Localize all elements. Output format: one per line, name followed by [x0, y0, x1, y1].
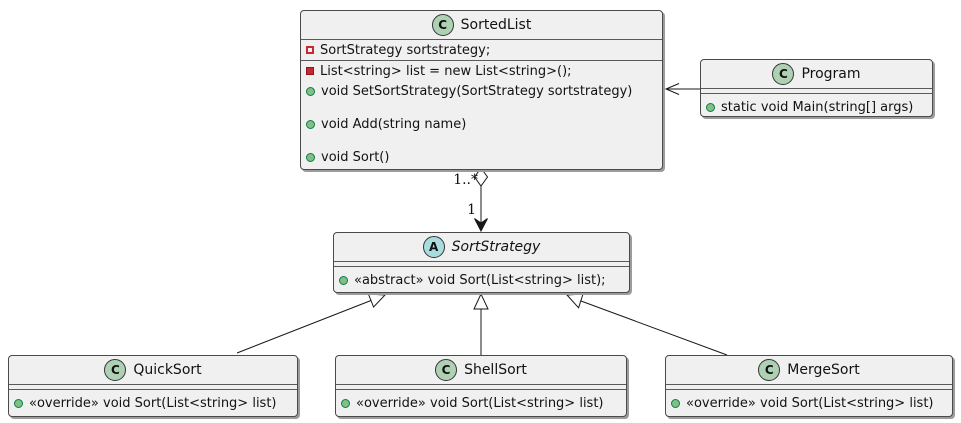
inheritance-edge-quicksort	[236, 293, 387, 354]
class-name: QuickSort	[133, 362, 202, 378]
class-header: C ShellSort	[336, 356, 626, 384]
open-arrowhead-icon	[664, 83, 680, 95]
class-stereotype-icon: C	[772, 63, 795, 85]
fields-compartment	[666, 384, 952, 389]
dependency-edge-program-sortedlist	[664, 83, 700, 95]
methods-compartment: «override» void Sort(List<string> list)	[336, 389, 626, 417]
fields-compartment: SortStrategy sortstrategy;	[301, 39, 662, 60]
methods-compartment: List<string> list = new List<string>(); …	[301, 60, 662, 167]
multiplicity-label-source: 1..*	[453, 172, 478, 188]
class-box-mergesort: C MergeSort «override» void Sort(List<st…	[665, 355, 953, 417]
method-row: void Sort()	[301, 147, 662, 167]
multiplicity-label-target: 1	[467, 202, 476, 218]
class-box-sortedlist: C SortedList SortStrategy sortstrategy; …	[300, 10, 663, 170]
fields-compartment	[9, 384, 297, 389]
fields-compartment	[336, 384, 626, 389]
methods-compartment: «abstract» void Sort(List<string> list);	[334, 266, 629, 293]
class-header: C SortedList	[301, 11, 662, 39]
method-text: static void Main(string[] args)	[721, 99, 914, 115]
class-name: SortStrategy	[451, 239, 541, 255]
private-field-square-icon	[306, 67, 314, 75]
method-text: List<string> list = new List<string>();	[320, 63, 572, 79]
field-row: SortStrategy sortstrategy;	[301, 40, 662, 60]
class-name: ShellSort	[464, 362, 527, 378]
method-text: «override» void Sort(List<string> list)	[686, 396, 934, 411]
class-box-program: C Program static void Main(string[] args…	[700, 59, 933, 117]
filled-arrowhead-icon	[474, 218, 488, 233]
method-row: void Add(string name)	[301, 114, 662, 134]
method-row: void SetSortStrategy(SortStrategy sortst…	[301, 81, 662, 101]
inheritance-edge-shellsort	[473, 292, 489, 355]
inheritance-edge-mergesort	[565, 293, 728, 356]
class-stereotype-icon: C	[758, 359, 781, 381]
method-text: void SetSortStrategy(SortStrategy sortst…	[321, 83, 633, 99]
class-header: C QuickSort	[9, 356, 297, 384]
public-method-circle-icon	[339, 275, 348, 285]
class-box-quicksort: C QuickSort «override» void Sort(List<st…	[8, 355, 298, 417]
public-method-circle-icon	[306, 86, 315, 96]
hollow-triangle-icon	[367, 293, 387, 308]
public-method-circle-icon	[306, 119, 315, 129]
fields-compartment	[701, 88, 932, 93]
class-stereotype-icon: C	[435, 359, 458, 381]
class-name: MergeSort	[787, 362, 860, 378]
public-method-circle-icon	[306, 152, 315, 162]
method-row: «override» void Sort(List<string> list)	[336, 390, 626, 417]
public-method-circle-icon	[671, 399, 680, 408]
method-row: «abstract» void Sort(List<string> list);	[334, 267, 629, 293]
private-field-hollow-square-icon	[306, 46, 314, 54]
class-header: C MergeSort	[666, 356, 952, 384]
class-header: C Program	[701, 60, 932, 88]
public-method-circle-icon	[14, 399, 23, 408]
methods-compartment: «override» void Sort(List<string> list)	[9, 389, 297, 417]
class-name: SortedList	[460, 17, 532, 33]
method-row: «override» void Sort(List<string> list)	[9, 390, 297, 417]
method-row: «override» void Sort(List<string> list)	[666, 390, 952, 417]
field-text: SortStrategy sortstrategy;	[320, 42, 491, 58]
method-text: «override» void Sort(List<string> list)	[356, 396, 604, 411]
abstract-stereotype-icon: A	[422, 236, 445, 258]
class-box-sortstrategy: A SortStrategy «abstract» void Sort(List…	[333, 232, 630, 293]
hollow-triangle-icon	[565, 293, 584, 309]
method-row: static void Main(string[] args)	[701, 94, 932, 120]
methods-compartment: static void Main(string[] args)	[701, 93, 932, 120]
fields-compartment	[334, 261, 629, 266]
public-method-circle-icon	[706, 102, 715, 112]
hollow-triangle-icon	[473, 292, 489, 310]
class-header: A SortStrategy	[334, 233, 629, 261]
method-text: void Sort()	[321, 149, 390, 165]
methods-compartment: «override» void Sort(List<string> list)	[666, 389, 952, 417]
method-text: «override» void Sort(List<string> list)	[29, 396, 277, 411]
class-stereotype-icon: C	[431, 14, 454, 36]
class-box-shellsort: C ShellSort «override» void Sort(List<st…	[335, 355, 627, 417]
class-name: Program	[801, 66, 861, 82]
class-stereotype-icon: C	[104, 359, 127, 381]
public-method-circle-icon	[341, 399, 350, 408]
method-text: «abstract» void Sort(List<string> list);	[354, 272, 606, 288]
method-row: List<string> list = new List<string>();	[301, 61, 662, 81]
method-text: void Add(string name)	[321, 116, 467, 132]
